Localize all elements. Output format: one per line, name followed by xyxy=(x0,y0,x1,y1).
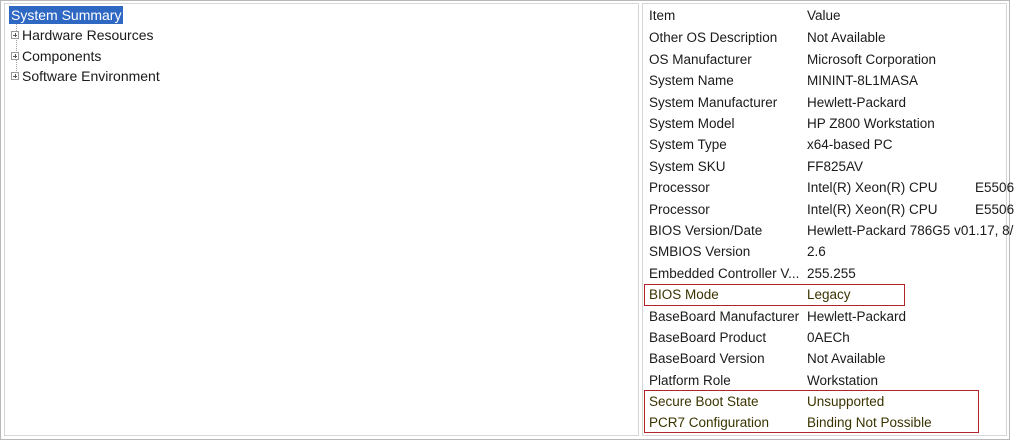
value-cell: Not Available xyxy=(807,30,886,45)
item-cell: System Manufacturer xyxy=(649,95,778,110)
value-cell: Not Available xyxy=(807,351,886,366)
table-row-secure-boot-state[interactable]: Secure Boot State Unsupported xyxy=(643,391,1008,412)
value-cell: Intel(R) Xeon(R) CPU E5506 xyxy=(807,202,1015,217)
item-cell: BaseBoard Version xyxy=(649,351,765,366)
item-cell: Processor xyxy=(649,202,710,217)
item-cell: BaseBoard Manufacturer xyxy=(649,309,800,324)
tree-item-label: Software Environment xyxy=(22,68,160,84)
value-cell: x64-based PC xyxy=(807,137,893,152)
value-cell: MININT-8L1MASA xyxy=(807,73,919,88)
tree-item-software-environment[interactable]: Software Environment xyxy=(11,67,160,85)
value-cell: Legacy xyxy=(807,287,851,302)
value-cell: 255.255 xyxy=(807,266,856,281)
value-cell: Hewlett-Packard xyxy=(807,95,907,110)
table-row[interactable]: BaseBoard Version Not Available xyxy=(643,348,1008,369)
item-cell: Secure Boot State xyxy=(649,394,759,409)
table-row[interactable]: Embedded Controller V... 255.255 xyxy=(643,263,1008,284)
table-row[interactable]: System Manufacturer Hewlett-Packard xyxy=(643,92,1008,113)
value-cell: HP Z800 Workstation xyxy=(807,116,935,131)
table-row[interactable]: OS Manufacturer Microsoft Corporation xyxy=(643,49,1008,70)
item-cell: Other OS Description xyxy=(649,30,778,45)
tree-item-hardware-resources[interactable]: Hardware Resources xyxy=(11,26,154,44)
value-cell: Binding Not Possible xyxy=(807,415,932,430)
item-cell: OS Manufacturer xyxy=(649,52,752,67)
category-tree-pane[interactable]: System Summary Hardware Resources Compon… xyxy=(4,3,639,436)
item-cell: System Name xyxy=(649,73,734,88)
value-cell: 2.6 xyxy=(807,244,826,259)
item-cell: Platform Role xyxy=(649,373,731,388)
item-cell: System Type xyxy=(649,137,727,152)
item-cell: PCR7 Configuration xyxy=(649,415,770,430)
tree-item-label: Hardware Resources xyxy=(22,27,154,43)
table-row-bios-mode[interactable]: BIOS Mode Legacy xyxy=(643,284,1008,305)
table-row[interactable]: Platform Role Workstation xyxy=(643,370,1008,391)
tree-item-label: Components xyxy=(22,48,102,64)
table-row[interactable]: SMBIOS Version 2.6 xyxy=(643,241,1008,262)
expand-plus-icon[interactable] xyxy=(11,71,19,80)
item-cell: SMBIOS Version xyxy=(649,244,751,259)
column-header-row: Item Value xyxy=(643,5,1008,26)
value-cell: Intel(R) Xeon(R) CPU E5506 xyxy=(807,180,1015,195)
item-cell: Processor xyxy=(649,180,710,195)
item-cell: System SKU xyxy=(649,159,726,174)
tree-connector-line xyxy=(16,24,17,77)
value-cell: Workstation xyxy=(807,373,879,388)
table-row[interactable]: System Type x64-based PC xyxy=(643,134,1008,155)
item-cell: System Model xyxy=(649,116,735,131)
table-row[interactable]: BIOS Version/Date Hewlett-Packard 786G5 v… xyxy=(643,220,1013,241)
value-cell: Microsoft Corporation xyxy=(807,52,937,67)
value-cell: Hewlett-Packard xyxy=(807,309,907,324)
item-cell: Embedded Controller V... xyxy=(649,266,800,281)
table-row[interactable]: Processor Intel(R) Xeon(R) CPU E5506 xyxy=(643,177,1014,198)
value-cell: Unsupported xyxy=(807,394,885,409)
value-cell: FF825AV xyxy=(807,159,864,174)
value-cell: 0AECh xyxy=(807,330,850,345)
table-row[interactable]: BaseBoard Product 0AECh xyxy=(643,327,1008,348)
table-row[interactable]: Processor Intel(R) Xeon(R) CPU E5506 xyxy=(643,199,1014,220)
tree-item-system-summary[interactable]: System Summary xyxy=(9,6,124,24)
table-row[interactable]: Other OS Description Not Available xyxy=(643,27,1008,48)
expand-plus-icon[interactable] xyxy=(11,30,19,39)
expand-plus-icon[interactable] xyxy=(11,51,19,60)
column-header-item[interactable]: Item xyxy=(649,8,676,23)
table-row[interactable]: BaseBoard Manufacturer Hewlett-Packard xyxy=(643,306,1008,327)
table-row[interactable]: System SKU FF825AV xyxy=(643,156,1008,177)
table-row[interactable]: System Model HP Z800 Workstation xyxy=(643,113,1008,134)
column-header-value[interactable]: Value xyxy=(807,8,841,23)
item-cell: BaseBoard Product xyxy=(649,330,767,345)
item-cell: BIOS Mode xyxy=(649,287,719,302)
table-row-pcr7-configuration[interactable]: PCR7 Configuration Binding Not Possible xyxy=(643,412,1008,433)
item-cell: BIOS Version/Date xyxy=(649,223,763,238)
table-row[interactable]: System Name MININT-8L1MASA xyxy=(643,70,1008,91)
value-cell: Hewlett-Packard 786G5 v01.17, 8/ xyxy=(807,223,1014,238)
tree-item-components[interactable]: Components xyxy=(11,47,101,65)
